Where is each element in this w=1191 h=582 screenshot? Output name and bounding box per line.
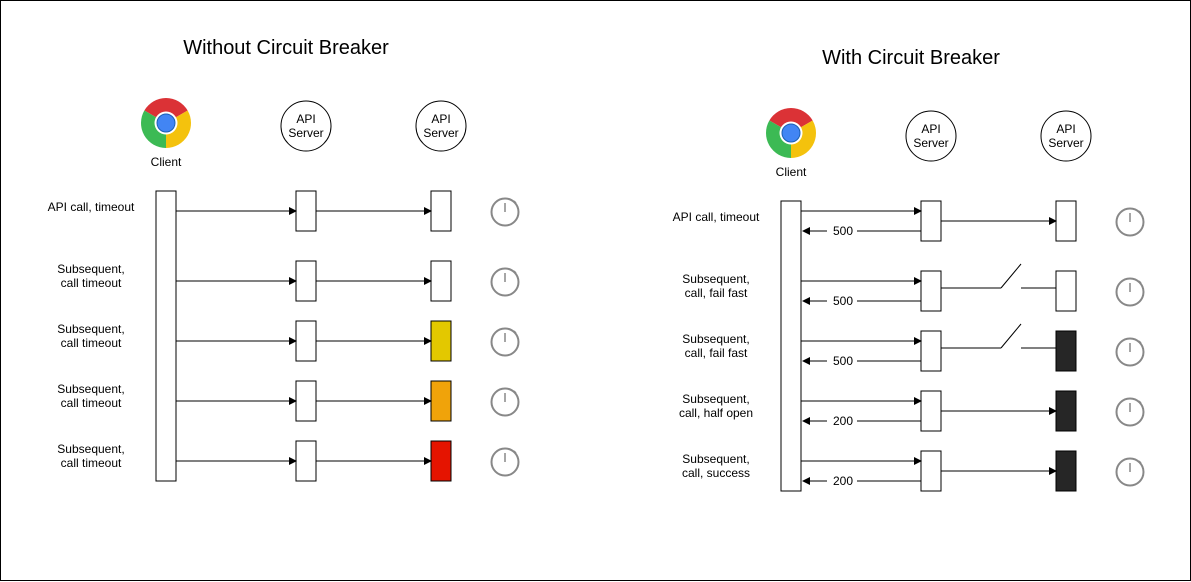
right-title: With Circuit Breaker <box>822 47 1000 69</box>
right-row-label-4: Subsequent, <box>682 452 749 466</box>
right-server2-activation-4 <box>1055 450 1077 492</box>
left-api-server-1-label: API <box>296 112 315 126</box>
left-row-label-4: Subsequent, <box>57 442 124 456</box>
right-row-label-4: call, success <box>682 466 750 480</box>
left-row-label-3: Subsequent, <box>57 382 124 396</box>
left-api-server-2 <box>415 100 467 152</box>
right-api-server-2-label: Server <box>1048 136 1083 150</box>
right-row-label-3: Subsequent, <box>682 392 749 406</box>
left-client-label: Client <box>151 155 182 169</box>
right-row-label-1: Subsequent, <box>682 272 749 286</box>
right-breaker-switch-2 <box>1000 323 1022 349</box>
right-response-code-3: 200 <box>833 414 853 428</box>
left-server1-activation-1 <box>295 260 317 302</box>
right-api-server-1 <box>905 110 957 162</box>
left-title: Without Circuit Breaker <box>183 37 389 59</box>
right-server1-activation-0 <box>920 200 942 242</box>
right-server1-activation-2 <box>920 330 942 372</box>
left-server2-activation-1 <box>430 260 452 302</box>
right-response-code-0: 500 <box>833 224 853 238</box>
right-server2-activation-0 <box>1055 200 1077 242</box>
right-server2-activation-2 <box>1055 330 1077 372</box>
right-response-code-1: 500 <box>833 294 853 308</box>
right-client-label: Client <box>776 165 807 179</box>
left-timer-icon-4-tick <box>513 450 517 454</box>
left-row-label-0: API call, timeout <box>48 200 135 214</box>
left-api-server-1-label: Server <box>288 126 323 140</box>
left-client-lifeline <box>155 190 177 482</box>
right-timer-icon-0-tick <box>1138 210 1142 214</box>
right-response-code-4: 200 <box>833 474 853 488</box>
left-server1-activation-3 <box>295 380 317 422</box>
left-server1-activation-2 <box>295 320 317 362</box>
right-api-server-2 <box>1040 110 1092 162</box>
left-server2-activation-0 <box>430 190 452 232</box>
right-timer-icon-3-tick <box>1138 400 1142 404</box>
left-timer-icon-1-tick <box>513 270 517 274</box>
right-row-label-0: API call, timeout <box>673 210 760 224</box>
right-timer-icon-1-tick <box>1138 280 1142 284</box>
left-server2-activation-3 <box>430 380 452 422</box>
right-server2-activation-1 <box>1055 270 1077 312</box>
left-row-label-1: Subsequent, <box>57 262 124 276</box>
right-row-label-2: Subsequent, <box>682 332 749 346</box>
right-timer-icon-4-tick <box>1138 460 1142 464</box>
left-row-label-2: Subsequent, <box>57 322 124 336</box>
right-server1-activation-4 <box>920 450 942 492</box>
right-row-label-2: call, fail fast <box>685 346 748 360</box>
left-api-server-2-label: Server <box>423 126 458 140</box>
left-row-label-1: call timeout <box>61 276 122 290</box>
right-response-code-2: 500 <box>833 354 853 368</box>
left-server2-activation-2 <box>430 320 452 362</box>
right-timer-icon-2-tick <box>1138 340 1142 344</box>
left-server1-activation-0 <box>295 190 317 232</box>
left-api-server-2-label: API <box>431 112 450 126</box>
right-client-lifeline <box>780 200 802 492</box>
left-server2-activation-4 <box>430 440 452 482</box>
right-row-label-1: call, fail fast <box>685 286 748 300</box>
right-api-server-2-label: API <box>1056 122 1075 136</box>
right-server2-activation-3 <box>1055 390 1077 432</box>
left-timer-icon-3-tick <box>513 390 517 394</box>
right-client-chrome-icon <box>766 107 816 158</box>
right-server1-activation-1 <box>920 270 942 312</box>
left-row-label-2: call timeout <box>61 336 122 350</box>
left-timer-icon-0-tick <box>513 200 517 204</box>
right-api-server-1-label: Server <box>913 136 948 150</box>
right-breaker-switch-1 <box>1000 263 1022 289</box>
left-api-server-1 <box>280 100 332 152</box>
right-row-label-3: call, half open <box>679 406 753 420</box>
right-server1-activation-3 <box>920 390 942 432</box>
left-client-chrome-icon <box>141 98 191 148</box>
right-api-server-1-label: API <box>921 122 940 136</box>
left-server1-activation-4 <box>295 440 317 482</box>
left-row-label-4: call timeout <box>61 456 122 470</box>
left-row-label-3: call timeout <box>61 396 122 410</box>
left-timer-icon-2-tick <box>513 330 517 334</box>
